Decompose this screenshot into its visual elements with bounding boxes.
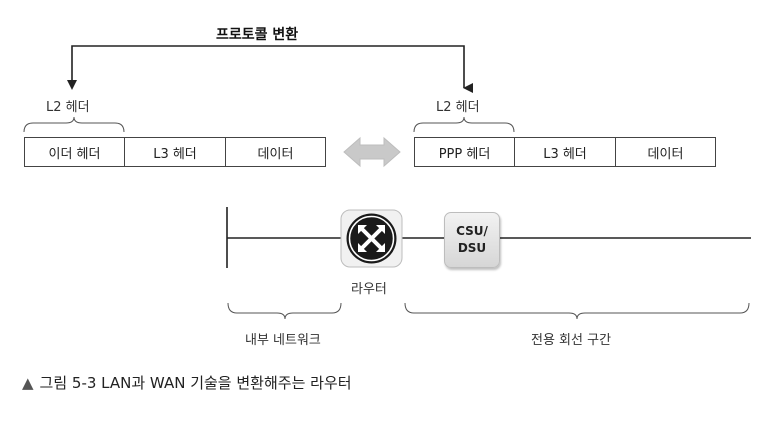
protocol-conversion-label: 프로토콜 변환 xyxy=(216,27,299,43)
csu-dsu-line2: DSU xyxy=(457,241,487,255)
right-l2-header-label: L2 헤더 xyxy=(436,100,480,115)
figure-caption: ▲ 그림 5-3 LAN과 WAN 기술을 변환해주는 라우터 xyxy=(22,372,352,393)
caption-triangle-icon: ▲ xyxy=(22,374,34,392)
left-l3-header-cell: L3 헤더 xyxy=(124,137,226,167)
left-data-cell: 데이터 xyxy=(225,137,326,167)
csu-dsu-line1: CSU/ xyxy=(456,224,488,238)
ppp-header-cell: PPP 헤더 xyxy=(414,137,515,167)
right-data-cell: 데이터 xyxy=(615,137,716,167)
ethernet-header-cell: 이더 헤더 xyxy=(24,137,125,167)
protocol-conversion-arrow xyxy=(71,45,473,93)
left-l2-header-label: L2 헤더 xyxy=(46,100,90,115)
leased-line-label: 전용 회선 구간 xyxy=(531,333,612,348)
protocol-conversion-arrow-left-head xyxy=(67,80,77,90)
csu-dsu-device: CSU/ DSU xyxy=(444,212,500,268)
router-icon xyxy=(340,209,403,268)
right-l3-header-cell: L3 헤더 xyxy=(514,137,616,167)
left-l2-brace xyxy=(23,116,125,133)
leased-line-brace xyxy=(404,302,750,320)
conversion-double-arrow xyxy=(343,136,401,168)
caption-text: 그림 5-3 LAN과 WAN 기술을 변환해주는 라우터 xyxy=(39,374,352,392)
right-l2-brace xyxy=(413,116,515,133)
router-label: 라우터 xyxy=(351,282,387,297)
internal-network-label: 내부 네트워크 xyxy=(245,333,321,348)
internal-network-brace xyxy=(227,302,342,320)
